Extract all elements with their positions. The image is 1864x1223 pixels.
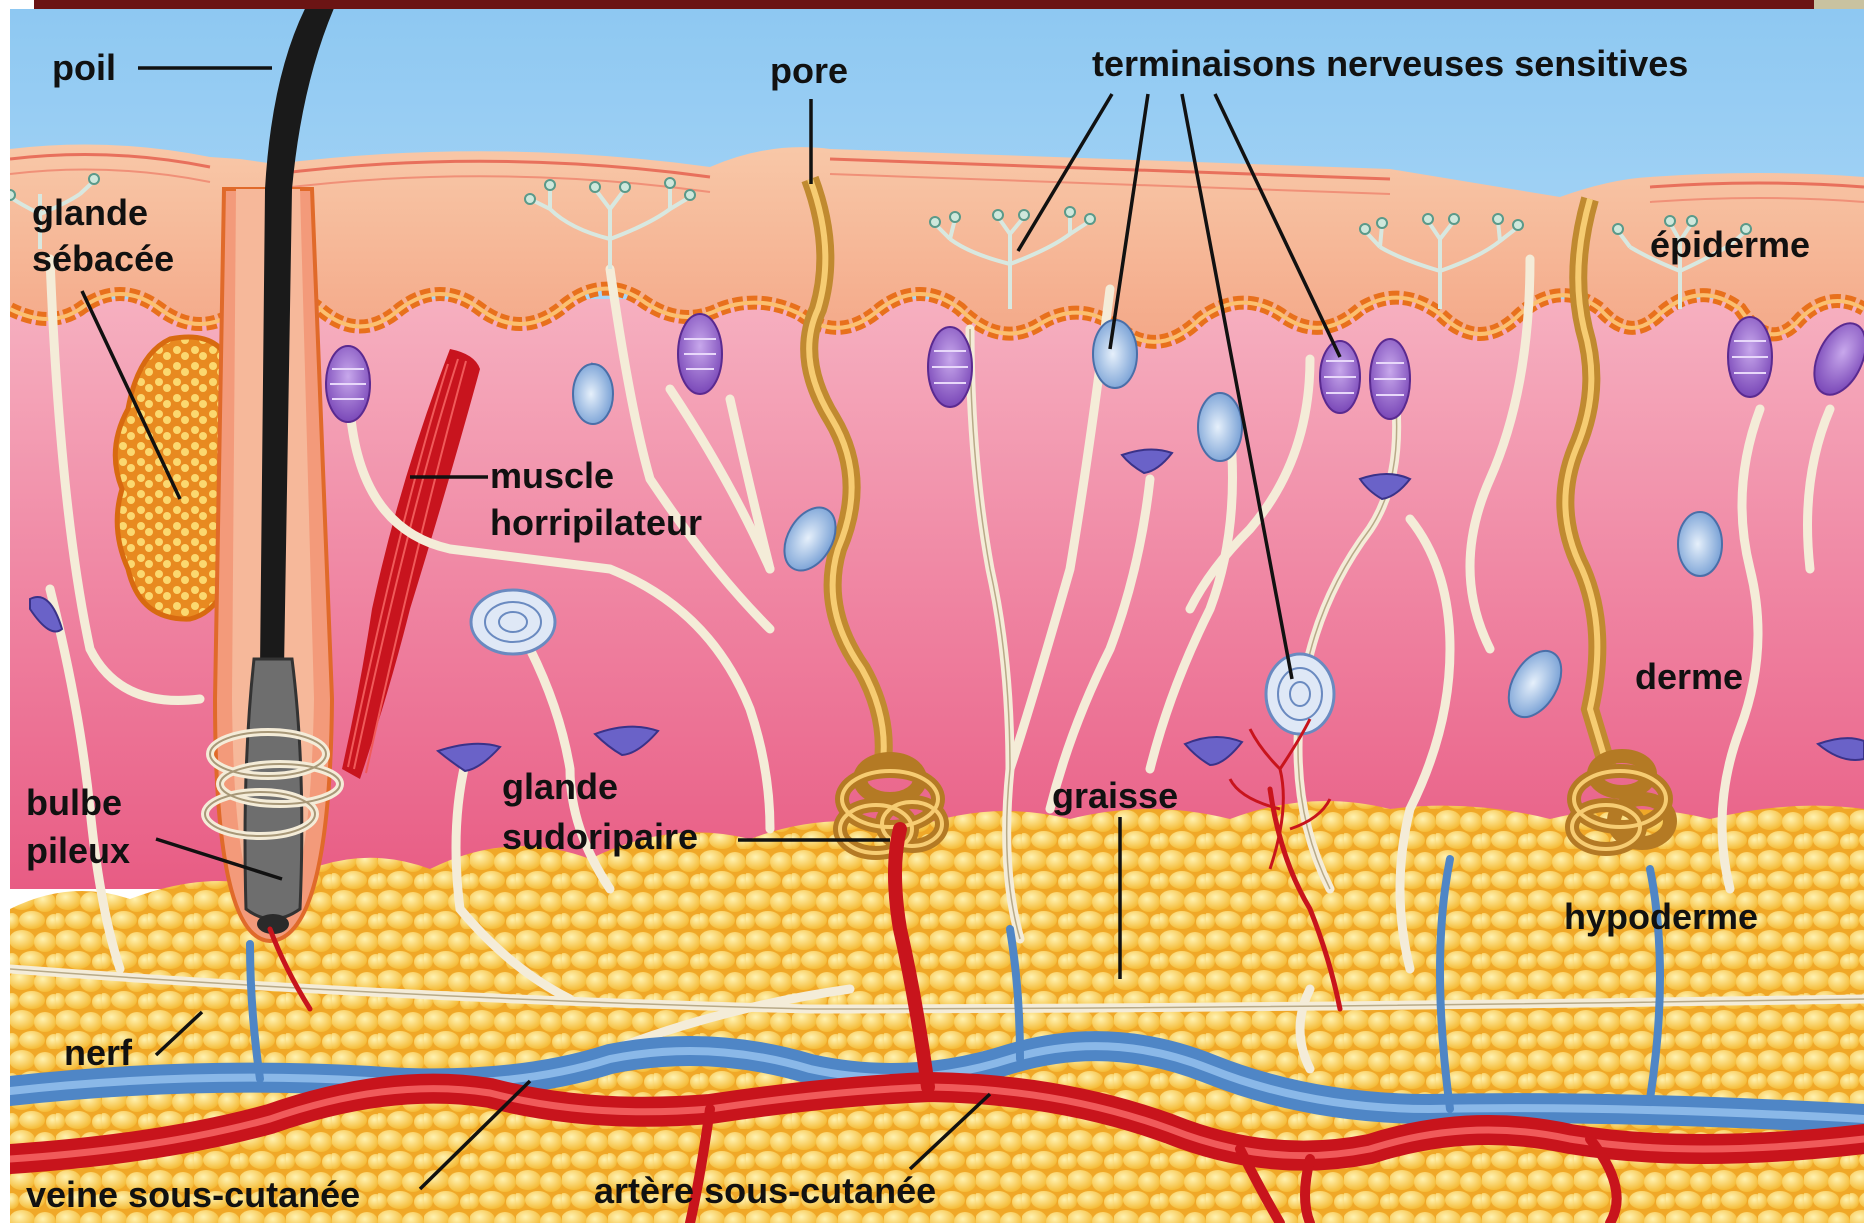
top-border-bar	[34, 0, 1814, 9]
label-glande-sudoripaire-2: sudoripaire	[502, 816, 698, 857]
skin-diagram: poil glande sébacée pore terminaisons ne…	[10, 9, 1864, 1223]
top-border-corner	[1814, 0, 1864, 9]
label-poil: poil	[52, 47, 116, 88]
label-nerf: nerf	[64, 1032, 133, 1073]
label-bulbe-2: pileux	[26, 830, 130, 871]
label-hypoderme: hypoderme	[1564, 896, 1758, 937]
label-glande-sebacee-2: sébacée	[32, 238, 174, 279]
label-graisse: graisse	[1052, 775, 1178, 816]
label-glande-sudoripaire-1: glande	[502, 766, 618, 807]
label-artere: artère sous-cutanée	[594, 1170, 936, 1211]
label-veine: veine sous-cutanée	[26, 1174, 360, 1215]
label-muscle-2: horripilateur	[490, 502, 702, 543]
label-bulbe-1: bulbe	[26, 782, 122, 823]
label-derme: derme	[1635, 656, 1743, 697]
label-epiderme: épiderme	[1650, 224, 1810, 265]
label-terminaisons: terminaisons nerveuses sensitives	[1092, 43, 1688, 84]
label-glande-sebacee-1: glande	[32, 192, 148, 233]
label-pore: pore	[770, 50, 848, 91]
label-muscle-1: muscle	[490, 455, 614, 496]
